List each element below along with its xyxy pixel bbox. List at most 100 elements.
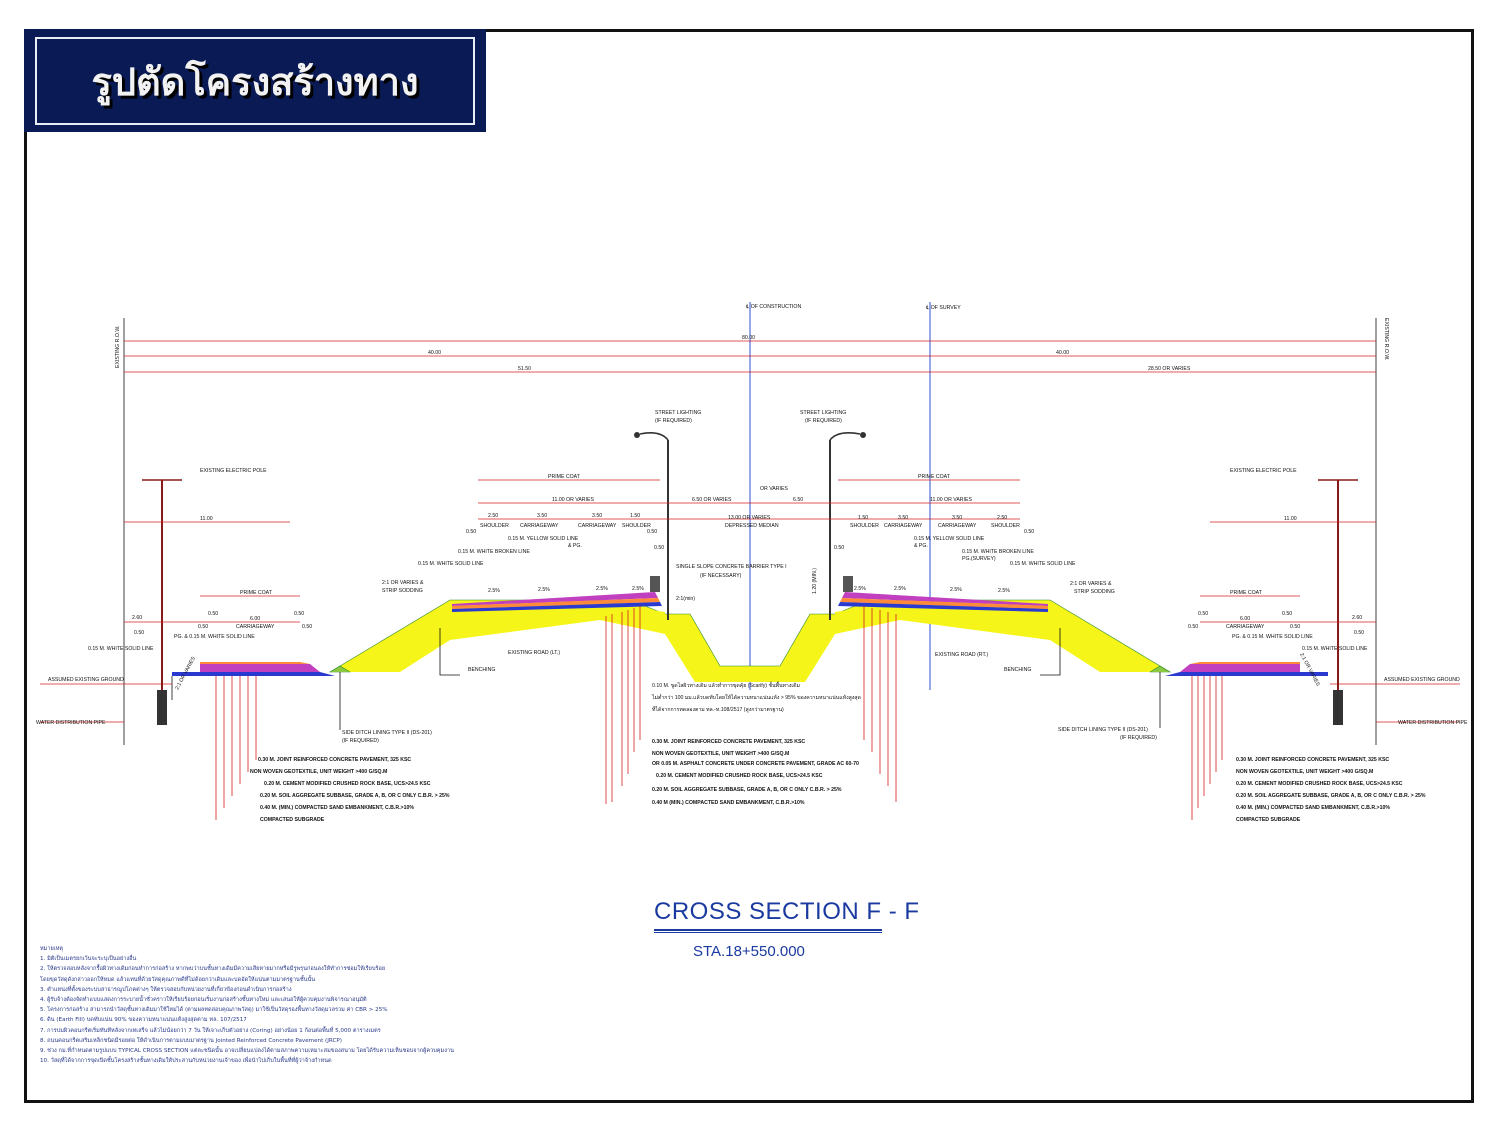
benching-left <box>439 628 460 676</box>
prime-coat-left: PRIME COAT <box>548 474 581 480</box>
slope-left: 2:1 OR VARIES & <box>382 580 424 586</box>
note-heading: หมายเหตุ <box>40 946 64 952</box>
pavement-left <box>452 592 662 612</box>
dim-shoulder-l: 2.50 <box>488 513 498 519</box>
dim-050-a: 0.50 <box>466 529 476 535</box>
pct-3: 2.5% <box>596 586 608 592</box>
lbl-shoulder-l2: SHOULDER <box>622 523 651 529</box>
side-carriage-right: CARRIAGEWAY <box>1226 624 1265 630</box>
assumed-ground-left: ASSUMED EXISTING GROUND <box>48 677 124 683</box>
dim-050-sl2: 0.50 <box>294 611 304 617</box>
side-ditch-req-right: (IF REQUIRED) <box>1120 735 1157 741</box>
dim-260-left: 2.60 <box>132 615 142 621</box>
water-pipe-left: WATER DISTRIBUTION PIPE <box>36 720 106 726</box>
layer-main-2: OR 0.05 M. ASPHALT CONCRETE UNDER CONCRE… <box>652 761 859 767</box>
dim-carriage-right: 11.00 OR VARIES <box>930 497 972 503</box>
page-title: รูปตัดโครงสร้างทาง <box>91 58 419 104</box>
pct-8: 2.5% <box>998 588 1010 594</box>
layer-side-left-2: 0.20 M. CEMENT MODIFIED CRUSHED ROCK BAS… <box>264 781 431 787</box>
pg-survey: PG.(SURVEY) <box>962 556 996 562</box>
side-road-labels-right: PRIME COAT 0.50 0.50 6.00 2.60 0.50 0.50… <box>1188 590 1376 652</box>
dim-260-right: 2.60 <box>1352 615 1362 621</box>
row-label-left: EXISTING R.O.W. <box>115 326 121 368</box>
white-broken-right: 0.15 M. WHITE BROKEN LINE <box>962 549 1034 555</box>
street-light-req-left: (IF REQUIRED) <box>655 418 692 424</box>
dim-total: 80.00 <box>742 335 755 341</box>
scarify-note-1: 0.10 M. ขูดไสผิวทางเดิม แล้วทำการขุดคุ้ย… <box>652 681 800 689</box>
note-item: 4. ผู้รับจ้างต้องจัดทำแบบแสดงการระบายน้ำ… <box>40 997 367 1004</box>
benching-right <box>1040 628 1061 676</box>
dim-lane-l1: 3.50 <box>537 513 547 519</box>
yellow-line-right: 0.15 M. YELLOW SOLID LINE <box>914 536 985 542</box>
slope-right: 2:1 OR VARIES & <box>1070 581 1112 587</box>
pct-4: 2.5% <box>632 586 644 592</box>
top-dimensions: 80.00 40.00 40.00 51.50 28.50 OR VARIES <box>124 335 1376 373</box>
section-station: STA.18+550.000 <box>693 943 805 960</box>
lbl-shoulder-r1: SHOULDER <box>850 523 879 529</box>
lbl-median: DEPRESSED MEDIAN <box>725 523 779 529</box>
pct-5: 2.5% <box>854 586 866 592</box>
dim-shoulder-r: 2.50 <box>997 515 1007 521</box>
white-solid-left: 0.15 M. WHITE SOLID LINE <box>418 561 484 567</box>
dim-050-c: 0.50 <box>654 545 664 551</box>
row-label-right: EXISTING R.O.W. <box>1383 318 1389 360</box>
scarify-note-3: ที่ได้จากการทดลองตาม ทล.-ท.108/2517 (สูง… <box>652 705 784 713</box>
scarify-note-2: ไม่ต่ำกว่า 100 มม.แล้วบดทับโดยให้ได้ความ… <box>651 693 861 701</box>
prime-coat-side-left: PRIME COAT <box>240 590 273 596</box>
title-inner-border: รูปตัดโครงสร้างทาง <box>35 37 475 125</box>
title-banner: รูปตัดโครงสร้างทาง <box>24 29 486 132</box>
barrier-label: SINGLE SLOPE CONCRETE BARRIER TYPE I <box>676 564 787 570</box>
lbl-carriage-l1: CARRIAGEWAY <box>520 523 559 529</box>
dim-left-offset: 51.50 <box>518 366 531 372</box>
white-solid-side-right: 0.15 M. WHITE SOLID LINE <box>1302 646 1368 652</box>
pct-1: 2.5% <box>488 588 500 594</box>
layer-side-left-5: COMPACTED SUBGRADE <box>260 817 325 823</box>
section-title-underline <box>654 929 882 931</box>
street-light-req-right: (IF REQUIRED) <box>805 418 842 424</box>
section-title-underline-2 <box>654 932 882 933</box>
white-solid-side-left: 0.15 M. WHITE SOLID LINE <box>88 646 154 652</box>
benching-label-right: BENCHING <box>1004 667 1031 673</box>
side-ditch-label-right: SIDE DITCH LINING TYPE II (DS-201) <box>1058 727 1148 733</box>
note-item: โดยขุดวัสดุดังกล่าวออกให้หมด แล้วแทนที่ด… <box>40 976 316 983</box>
layer-side-left-4: 0.40 M. (MIN.) COMPACTED SAND EMBANKMENT… <box>260 805 414 811</box>
slope-side-right: 2:1 OR VARIES <box>1298 652 1321 688</box>
construction-cl-label: ℄ OF CONSTRUCTION <box>745 304 801 310</box>
side-road-left <box>171 662 335 700</box>
note-item: 2. ให้ตรวจสอบหลังจากรื้อผิวทางเดิมก่อนทำ… <box>40 966 386 973</box>
note-item: 10. วัสดุที่ได้จากการขุดเปิดชั้นโครงสร้า… <box>40 1058 332 1065</box>
layers-right-labels: 0.30 M. JOINT REINFORCED CONCRETE PAVEME… <box>1236 757 1426 823</box>
layer-side-right-1: NON WOVEN GEOTEXTILE, UNIT WEIGHT >400 G… <box>1236 769 1373 775</box>
dim-050-e: 0.50 <box>1024 529 1034 535</box>
dim-050-sl1: 0.50 <box>208 611 218 617</box>
dim-050-sr5: 0.50 <box>1354 630 1364 636</box>
dim-median-left: 6.50 OR VARIES <box>692 497 732 503</box>
side-carriage-left: CARRIAGEWAY <box>236 624 275 630</box>
note-item: 6. ดิน (Earth Fill) บดทับแน่น 90% ของควา… <box>40 1017 247 1024</box>
side-ditch-label-left: SIDE DITCH LINING TYPE II (DS-201) <box>342 730 432 736</box>
lbl-carriage-l2: CARRIAGEWAY <box>578 523 617 529</box>
lane-marking-labels: 0.15 M. YELLOW SOLID LINE & PG. 0.15 M. … <box>174 536 1320 691</box>
notes-block: หมายเหตุ 1. มิติเป็นเมตรยกเว้นจะระบุเป็น… <box>40 944 680 1066</box>
dim-050-sr4: 0.50 <box>1290 624 1300 630</box>
layer-leaders-main <box>605 606 897 804</box>
lbl-carriage-r2: CARRIAGEWAY <box>938 523 977 529</box>
note-item: 8. ถนนคอนกรีตเสริมเหล็กชนิดมีรอยต่อ ให้ด… <box>40 1037 342 1044</box>
layer-main-1: NON WOVEN GEOTEXTILE, UNIT WEIGHT >400 G… <box>652 751 789 757</box>
layers-main-labels: 0.30 M. JOINT REINFORCED CONCRETE PAVEME… <box>652 739 859 806</box>
sodding-right: STRIP SODDING <box>1074 589 1115 595</box>
pct-7: 2.5% <box>950 587 962 593</box>
slope-min: 2:1(min) <box>676 596 695 602</box>
layer-leaders-left <box>215 676 257 820</box>
dim-shoulder-r1: 1.50 <box>858 515 868 521</box>
layer-side-left-3: 0.20 M. SOIL AGGREGATE SUBBASE, GRADE A,… <box>260 793 450 799</box>
side-road-labels-left: PRIME COAT 2.60 0.50 0.50 6.00 0.50 0.50… <box>88 590 312 652</box>
pg-white-left: PG. & 0.15 M. WHITE SOLID LINE <box>174 634 255 640</box>
sodding-left: STRIP SODDING <box>382 588 423 594</box>
dim-median-total: 13.00 OR VARIES <box>728 515 771 521</box>
dim-lane-l2: 3.50 <box>592 513 602 519</box>
note-item: 5. โครงการก่อสร้าง สามารถนำวัสดุชั้นทางเ… <box>40 1007 388 1014</box>
note-item: 7. การบ่มผิวคอนกรีตเริ่มทันทีหลังจากเทเส… <box>40 1027 381 1034</box>
section-title: CROSS SECTION F - F <box>654 898 920 925</box>
